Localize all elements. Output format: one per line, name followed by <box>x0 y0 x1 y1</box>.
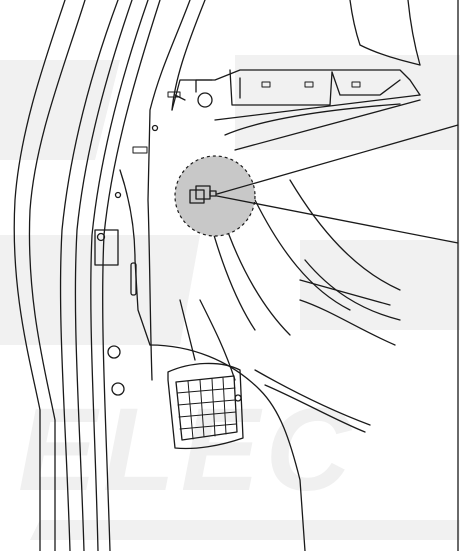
connector-icon <box>189 185 217 204</box>
watermark: ELEC <box>0 55 460 540</box>
vent-grille <box>167 362 244 450</box>
inner-panel <box>94 0 306 551</box>
watermark-text: ELEC <box>18 384 357 516</box>
quarter-panel <box>132 0 421 433</box>
connector-highlight <box>174 155 256 237</box>
callout-leader <box>216 124 459 244</box>
